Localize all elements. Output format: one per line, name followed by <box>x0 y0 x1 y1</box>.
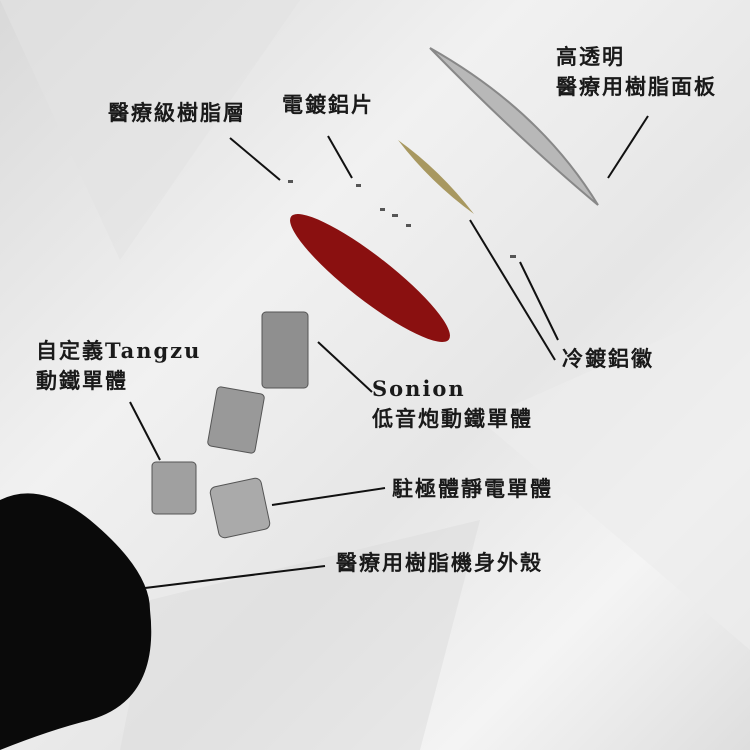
label-resin-layer: 醫療級樹脂層 <box>108 100 246 125</box>
bg-facet <box>0 0 300 260</box>
faceplate-part <box>429 47 599 206</box>
bg-facet <box>480 300 750 650</box>
electret-driver-part <box>209 477 271 539</box>
label-shell: 醫療用樹脂機身外殼 <box>336 550 543 575</box>
label-line: 動鐵單體 <box>36 368 128 393</box>
label-line: 低音炮動鐵單體 <box>372 406 533 431</box>
label-line: Sonion <box>372 376 466 401</box>
custom-ba-driver-part-2 <box>151 461 197 515</box>
label-plated-flake: 電鍍鋁片 <box>282 92 374 117</box>
custom-ba-driver-part <box>207 386 265 454</box>
label-line: 高透明 <box>556 44 625 69</box>
plated-flakes <box>288 180 516 258</box>
label-line: 醫療用樹脂面板 <box>556 74 717 99</box>
shell-part <box>0 493 152 750</box>
label-custom-ba: 自定義Tangzu 動鐵單體 <box>36 336 201 396</box>
leader-lines <box>129 115 649 589</box>
bg-facet <box>120 520 480 750</box>
label-electret: 駐極體靜電單體 <box>392 476 553 501</box>
label-line: 自定義Tangzu <box>36 338 202 363</box>
cold-plated-badge-part <box>398 140 474 214</box>
label-cold-plated-badge: 冷鍍鋁徽 <box>562 346 654 371</box>
label-sonion-ba: Sonion 低音炮動鐵單體 <box>372 374 533 434</box>
sonion-driver-part <box>261 311 309 389</box>
resin-layer-part <box>290 214 450 342</box>
label-faceplate: 高透明 醫療用樹脂面板 <box>556 42 717 102</box>
